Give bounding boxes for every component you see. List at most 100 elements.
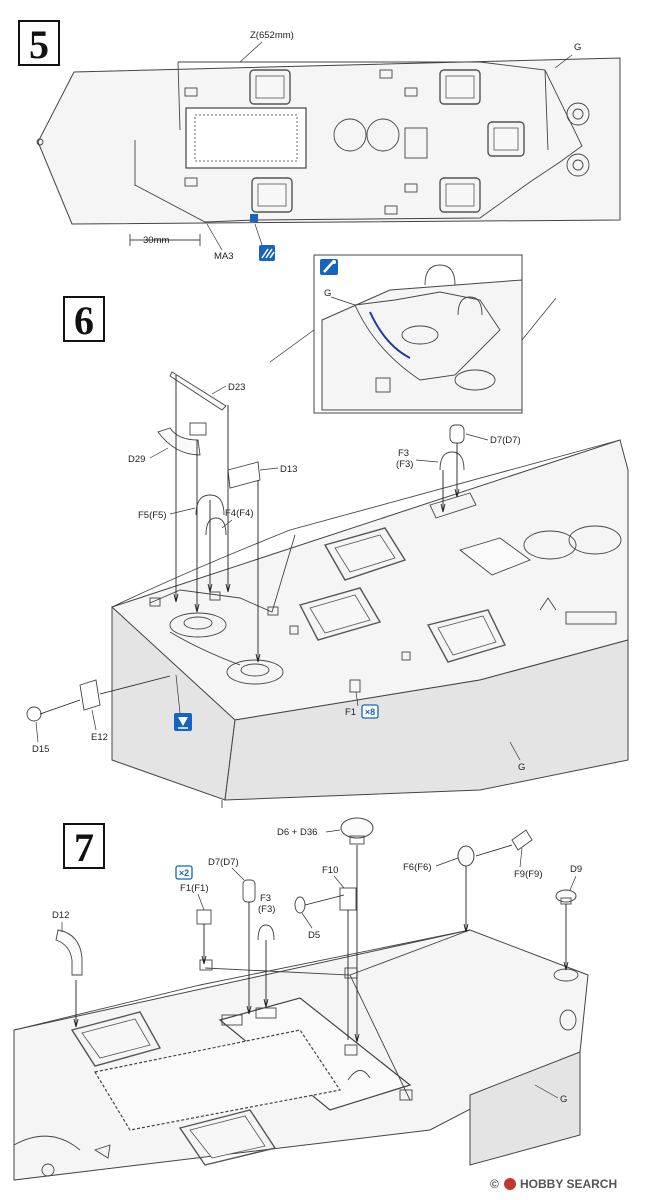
headlight-base	[169, 612, 227, 638]
assembly-arrow	[255, 480, 261, 663]
part-d7	[242, 879, 256, 903]
tool-clamp	[404, 87, 418, 97]
leader	[197, 893, 205, 911]
bracket	[401, 651, 411, 661]
part-f10	[339, 887, 357, 911]
leader	[206, 223, 223, 251]
hatch	[439, 177, 481, 213]
label-f3: F3	[260, 893, 271, 904]
deck-plan-outline	[37, 57, 621, 225]
ventilator	[366, 118, 400, 152]
hatch-inner	[257, 183, 287, 207]
leader	[330, 296, 356, 306]
label-f4: F4(F4)	[225, 508, 254, 519]
part-f3	[257, 924, 275, 941]
label-f10: F10	[322, 865, 338, 876]
wire-clamp	[399, 1089, 413, 1101]
wire-clamp	[199, 959, 213, 971]
hatch-inner	[189, 1115, 266, 1159]
leader	[169, 507, 196, 515]
hatch-inner	[255, 75, 285, 99]
step-7-number-box	[63, 823, 105, 869]
leader	[35, 721, 39, 743]
antenna-wire	[349, 929, 471, 976]
step-6: 6 G	[26, 254, 629, 808]
ventilator	[13, 1135, 81, 1151]
inset-blue-wire	[369, 311, 411, 359]
part-f6	[457, 845, 475, 867]
inset-bracket	[375, 377, 391, 393]
assembly-arrow	[73, 980, 79, 1028]
ventilator	[568, 525, 622, 555]
label-z-wire: Z(652mm)	[250, 30, 294, 41]
leader	[415, 459, 439, 463]
assembly-arrow	[207, 500, 213, 593]
part-f9	[511, 829, 533, 851]
hatch	[323, 527, 407, 581]
label-d23: D23	[228, 382, 245, 393]
step-5-number-box	[18, 20, 60, 66]
label-f9: F9(F9)	[514, 869, 543, 880]
watermark-logo-icon	[504, 1178, 516, 1190]
label-f3-alt: (F3)	[396, 459, 413, 470]
callout-line	[269, 329, 315, 363]
watermark-text: HOBBY SEARCH	[520, 1177, 617, 1191]
part-f4	[205, 517, 227, 536]
tool-clamp	[184, 87, 198, 97]
fan-cover-hub	[572, 108, 584, 120]
tow-hole	[36, 138, 44, 146]
engine-grille	[94, 1029, 342, 1131]
hatch	[251, 177, 293, 213]
assembly-arrow	[454, 443, 460, 498]
leader	[259, 467, 279, 471]
part-f3	[439, 451, 465, 471]
part-d13	[227, 461, 261, 489]
leader	[465, 433, 489, 441]
tool-rack	[565, 611, 617, 625]
part-d9	[555, 889, 577, 903]
label-d7: D7(D7)	[208, 857, 239, 868]
part-d29-cap	[189, 422, 207, 436]
quantity-badge-text: ×2	[179, 868, 189, 878]
ventilator	[333, 118, 367, 152]
inset-handle	[457, 296, 483, 316]
leader	[325, 829, 341, 833]
label-f3-alt: (F3)	[258, 904, 275, 915]
step-6-number-box	[63, 296, 105, 342]
label-f3: F3	[398, 448, 409, 459]
tool-clamp	[384, 205, 398, 215]
leader	[333, 875, 345, 889]
leader	[239, 41, 263, 63]
label-d7: D7(D7)	[490, 435, 521, 446]
leader	[554, 54, 573, 69]
inset-light	[454, 369, 496, 391]
dimension-label: 30mm	[143, 235, 169, 246]
assembly-arrow	[475, 844, 513, 857]
bracket	[289, 625, 299, 635]
part-d7	[449, 424, 465, 444]
hatch	[70, 1011, 162, 1067]
callout-line	[521, 297, 557, 341]
hull-ridge	[111, 439, 621, 608]
hatch	[426, 609, 506, 663]
part-e12	[79, 679, 101, 711]
label-ma3: MA3	[214, 251, 234, 262]
small-fitting	[93, 1144, 111, 1159]
paint-marker	[250, 214, 258, 222]
fan-cover-hub	[572, 159, 584, 171]
headlight-wire	[149, 534, 296, 613]
assembly-arrow	[173, 375, 179, 603]
leader	[509, 741, 521, 761]
hatch-inner	[334, 534, 396, 573]
label-f1: F1(F1)	[180, 883, 209, 894]
wire-clamp	[344, 1044, 358, 1056]
engine-deck-grille	[185, 107, 307, 169]
inset-light	[401, 325, 439, 345]
lift-hook	[539, 597, 557, 611]
mount-plate	[255, 1007, 277, 1019]
clamp	[209, 591, 221, 601]
assembly-arrow	[263, 940, 269, 1008]
hatch	[487, 121, 525, 157]
label-g: G	[560, 1094, 567, 1105]
